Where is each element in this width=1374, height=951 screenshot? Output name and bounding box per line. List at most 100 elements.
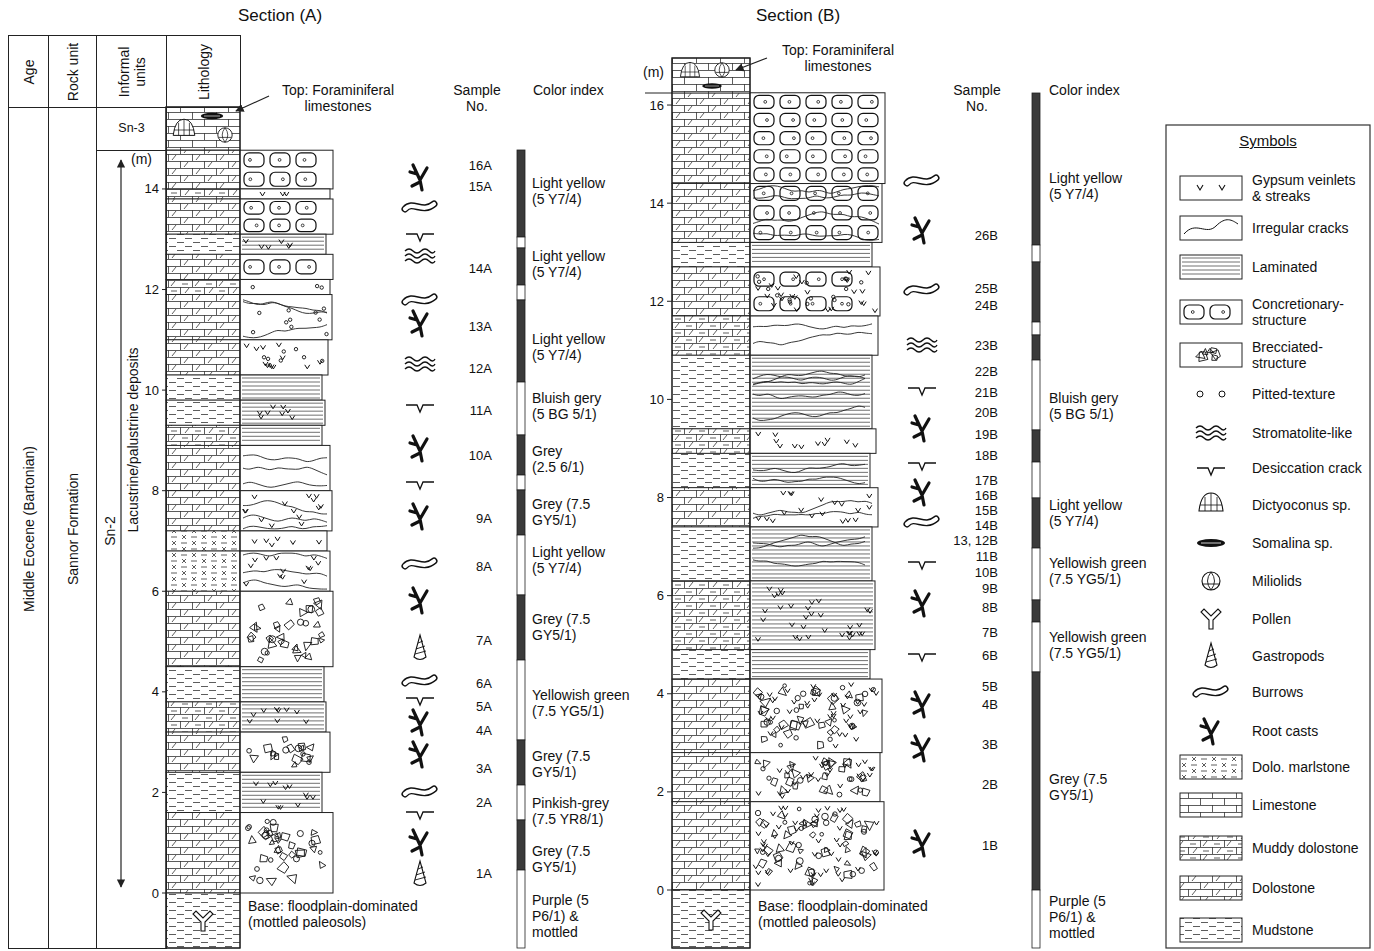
burrow-symbol (907, 178, 936, 183)
root-symbol (912, 831, 929, 856)
structure-column (832, 132, 852, 145)
structure-column (318, 318, 321, 321)
depth-tick: 12 (145, 282, 159, 297)
sample-number: 16A (469, 158, 492, 173)
desic-symbol (908, 654, 936, 661)
depth-scale (121, 58, 750, 948)
structure-column (809, 297, 812, 300)
structure-column (753, 374, 865, 380)
structure-column (769, 720, 773, 724)
structure-column (242, 775, 320, 807)
structure-column (858, 113, 878, 126)
section-title: Section (A) (238, 6, 322, 25)
structure-column (870, 862, 878, 871)
sample-number: 16B (975, 488, 998, 503)
structure-column (251, 330, 254, 333)
structure-column (302, 356, 305, 359)
leader-arrow (736, 58, 767, 70)
color-index-label: Pinkish-grey (7.5 YR8/1) (532, 795, 612, 827)
desic-symbol (406, 812, 434, 819)
structure-column (277, 862, 289, 874)
lithology-column (166, 254, 240, 279)
burrow-symbol (1196, 689, 1225, 694)
desic-symbol (406, 482, 434, 489)
structure-column (753, 406, 865, 420)
structure-column (811, 137, 814, 140)
lithology-column (166, 400, 240, 425)
structure-column (297, 830, 303, 836)
structure-column (278, 158, 281, 161)
legend-swatch (1180, 255, 1242, 279)
structure-column (253, 781, 315, 809)
structure-column (832, 95, 852, 108)
legend-swatch (1210, 305, 1230, 319)
root-symbol (410, 436, 427, 461)
color-index-bar (517, 785, 525, 820)
color-index-bar (517, 150, 525, 948)
structure-column (288, 318, 291, 321)
legend-swatch (1180, 216, 1242, 240)
structure-column (779, 743, 783, 747)
color-index-bar (517, 382, 525, 435)
sample-number: 11A (470, 403, 492, 418)
structure-column (294, 347, 297, 350)
structure-column (806, 226, 826, 240)
structure-column (837, 792, 842, 797)
structure-column (814, 192, 817, 195)
depth-tick: 4 (152, 684, 159, 699)
structure-column (257, 405, 294, 420)
structure-column (806, 302, 809, 305)
sample-number: 26B (975, 228, 998, 243)
sample-number: 12A (469, 361, 492, 376)
structure-column (793, 137, 796, 140)
structure-column (815, 231, 818, 234)
structure-column (325, 332, 328, 335)
burrow-symbol (405, 678, 434, 683)
cell-text: Informal units (116, 40, 148, 104)
sample-number: 2A (476, 795, 492, 810)
dicty-symbol (1200, 493, 1222, 511)
legend-swatch (1180, 176, 1242, 200)
structure-column (858, 132, 878, 145)
structure-column (844, 155, 847, 158)
color-index-label: Light yellow (5 Y7/4) (532, 248, 608, 280)
structure-column (240, 199, 333, 234)
structure-column (752, 530, 870, 578)
desic-symbol (1197, 468, 1225, 475)
dicty-symbol (174, 119, 194, 135)
gastro-symbol (1205, 643, 1217, 668)
structure-column (771, 778, 778, 787)
desic-symbol (406, 482, 434, 489)
sample-number: 10B (975, 565, 998, 580)
structure-column (303, 158, 306, 161)
structure-column (806, 272, 826, 286)
structure-column (829, 702, 836, 710)
depth-scale (672, 58, 750, 948)
structure-column (866, 173, 869, 176)
gastro-symbol (414, 635, 426, 660)
strom-symbol (405, 249, 435, 263)
lithology-column (672, 429, 750, 454)
structure-column (864, 821, 873, 831)
milio-symbol (219, 128, 232, 142)
structure-column (754, 168, 774, 181)
structure-column (844, 287, 847, 290)
structure-column (761, 721, 767, 727)
legend-text: Pitted-texture (1252, 386, 1364, 402)
structure-column (750, 527, 872, 581)
structure-column (796, 858, 803, 865)
burrow-symbol (405, 789, 434, 794)
structure-column (286, 598, 293, 604)
structure-column (296, 201, 316, 214)
burrow-symbol (405, 678, 434, 683)
legend-swatch (1219, 391, 1225, 397)
color-index-label: Bluish gery (5 BG 5/1) (1049, 390, 1121, 422)
structure-column (247, 632, 256, 641)
paleosol-base (166, 893, 240, 948)
structure-column (754, 113, 774, 126)
legend-swatch (1180, 918, 1242, 942)
structure-column (858, 150, 878, 163)
depth-tick: 6 (657, 588, 664, 603)
structure-column (315, 608, 324, 617)
